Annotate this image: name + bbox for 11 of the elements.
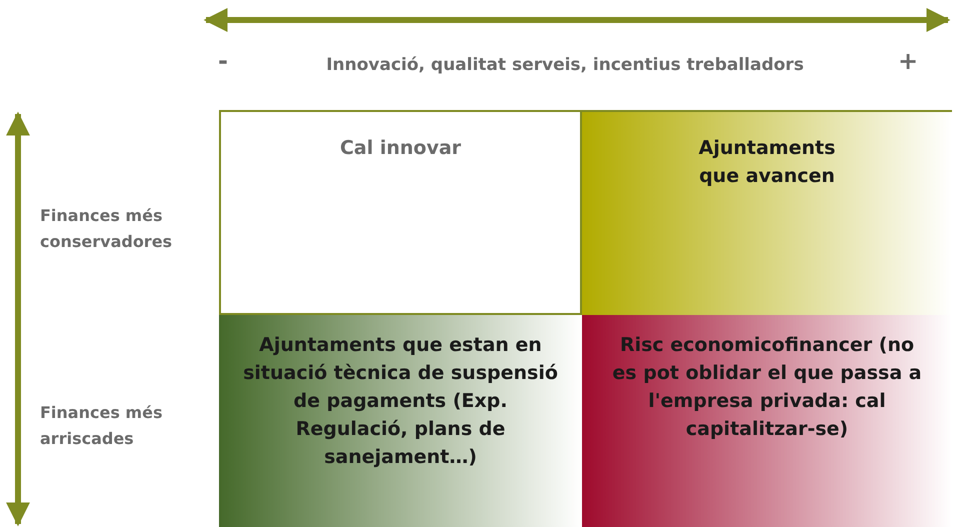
quadrant-label: Risc economicofinancer (no es pot oblidar el que passa a l'empresa privada: cal capitalitzar-se): [611, 333, 923, 442]
axis-label: Innovació, qualitat serveis, incentius treballadors: [325, 54, 805, 77]
quadrant-label: Ajuntaments que estan en situació tècnica de suspensió de pagaments (Exp. Regulació, plans de sanejament…): [242, 333, 559, 470]
quadrant-label: Cal innovar: [340, 136, 462, 161]
quadrant-label: Ajuntaments que avancen: [698, 136, 836, 189]
quadrant-panel: [582, 110, 952, 315]
axis-label: Finances més arriscades: [40, 402, 164, 450]
quadrant-panel: [219, 110, 582, 315]
axis-sign: +: [896, 48, 920, 74]
axis-label: Finances més conservadores: [40, 205, 174, 253]
axis-sign: -: [218, 48, 229, 74]
